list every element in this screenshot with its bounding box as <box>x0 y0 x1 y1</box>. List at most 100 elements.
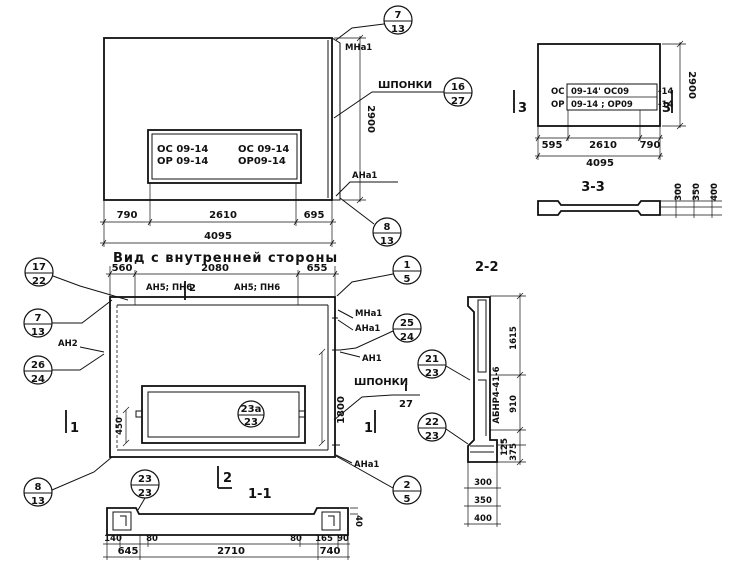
dim-1800-line <box>318 348 326 447</box>
dim-1800: 1800 <box>336 396 347 424</box>
section-1-1-dim-140: 140 <box>104 534 122 544</box>
section-1-1-profile <box>106 507 349 536</box>
leader-bottom <box>339 197 375 225</box>
section-2-2-dim-350: 350 <box>474 496 492 506</box>
small-dim-790: 790 <box>640 140 661 151</box>
interior-dim-560: 560 <box>112 263 133 274</box>
mark-an1-interior: АН1 <box>362 354 382 364</box>
svg-text:13: 13 <box>380 236 394 247</box>
window-anchor-left <box>135 410 143 418</box>
section-2-2: 2-2 1615 910 375 125 АБНР4-41-6 21 23 22… <box>417 260 526 527</box>
interior-left-leaders <box>51 275 129 491</box>
small-height: 2900 <box>686 71 697 99</box>
mark-ana1-interior-bottom: АНа1 <box>354 460 379 470</box>
interior-top-label-right: АН5; ПН6 <box>234 283 280 293</box>
mark-an2-interior: АН2 <box>58 339 78 349</box>
small-panel-outline <box>537 43 661 127</box>
svg-text:7: 7 <box>395 10 402 21</box>
svg-text:5: 5 <box>404 494 411 505</box>
window-frame <box>151 133 298 180</box>
small-dim-lines <box>535 110 663 160</box>
svg-text:27: 27 <box>451 96 465 107</box>
dim-450: 450 <box>115 417 125 435</box>
small-row1-a: ОС <box>551 87 564 97</box>
small-height-line <box>662 40 686 130</box>
small-row1-c: -14 <box>658 87 673 97</box>
svg-text:23: 23 <box>425 431 439 442</box>
svg-text:17: 17 <box>32 262 46 273</box>
mark-ana1-interior-top: АНа1 <box>355 324 380 334</box>
interior-mark-leaders <box>335 309 361 464</box>
small-row1-b: 09-14' ОС09 <box>571 87 629 97</box>
interior-view-title: Вид с внутренней стороны <box>113 251 338 266</box>
svg-text:23: 23 <box>138 474 152 485</box>
window-opening <box>147 129 302 184</box>
callout-26-24: 26 24 <box>23 355 53 385</box>
section-2-2-dim-375: 375 <box>509 443 519 461</box>
dim-790: 790 <box>117 210 138 221</box>
mark-mna1: МНа1 <box>345 43 372 53</box>
window-label-right-1: ОС 09-14 <box>238 144 289 155</box>
interior-view: Вид с внутренней стороны 560 2080 655 АН… <box>23 251 422 511</box>
svg-text:2: 2 <box>404 480 411 491</box>
section-1-1: 1-1 140 80 80 165 90 645 2710 740 40 <box>103 487 363 560</box>
svg-text:23а: 23а <box>241 404 262 415</box>
section-2-2-leaders <box>445 365 471 445</box>
section-2-mark-bottom <box>217 466 232 489</box>
callout-8-13-interior: 8 13 <box>23 477 53 507</box>
window-label-left-1: ОС 09-14 <box>157 144 208 155</box>
svg-text:22: 22 <box>32 276 46 287</box>
interior-panel-anchors <box>332 317 340 446</box>
svg-text:25: 25 <box>400 318 414 329</box>
small-elevation: ОС 09-14' ОС09 -14 ОР 09-14 ; ОР09 -14 3… <box>513 40 697 169</box>
section-2-2-dim-400: 400 <box>474 514 492 524</box>
callout-22-23: 22 23 <box>417 412 447 442</box>
interior-dim-lines <box>106 266 339 305</box>
svg-text:I: I <box>404 383 408 394</box>
window-label-left-2: ОР 09-14 <box>157 156 208 167</box>
interior-top-label-left: АН5; ПН6 <box>146 283 192 293</box>
section-3-3-dim-lines <box>660 185 722 218</box>
section-1-1-dim-lines <box>103 507 358 560</box>
callout-7-13-top: 7 13 <box>383 5 413 35</box>
interior-panel-outline <box>109 296 336 458</box>
callout-2-5: 2 5 <box>392 475 422 505</box>
section-1-1-dim-80-left: 80 <box>146 534 158 544</box>
interior-dim-2080: 2080 <box>201 263 229 274</box>
svg-text:5: 5 <box>404 274 411 285</box>
svg-text:1: 1 <box>404 260 411 271</box>
section-1-right: 1 <box>364 421 373 436</box>
svg-text:8: 8 <box>35 482 42 493</box>
section-3-right: 3 <box>662 101 671 116</box>
svg-text:13: 13 <box>391 24 405 35</box>
small-row2-b: 09-14 ; ОР09 <box>571 100 633 110</box>
svg-text:8: 8 <box>384 222 391 233</box>
section-1-1-dim-2710: 2710 <box>217 546 245 557</box>
section-1-marks <box>65 410 376 433</box>
svg-text:23: 23 <box>425 368 439 379</box>
small-row2-a: ОР <box>551 100 564 110</box>
svg-text:27: 27 <box>399 399 413 410</box>
section-2-2-dim-1615: 1615 <box>509 326 519 350</box>
interior-window-frame <box>147 391 300 438</box>
callout-23a-23: 23а 23 <box>237 400 265 428</box>
dim-total: 4095 <box>204 231 232 242</box>
interior-panel-bands <box>117 304 329 451</box>
dim-450-line <box>122 406 130 447</box>
section-3-3: 3-3 300 350 400 <box>537 180 722 218</box>
callout-23-23: 23 23 <box>130 469 160 511</box>
callout-16-27: 16 27 <box>443 77 473 107</box>
callout-8-13-top: 8 13 <box>372 217 402 247</box>
section-1-1-dim-90: 90 <box>337 534 349 544</box>
small-dim-595: 595 <box>542 140 563 151</box>
leader-top <box>335 23 385 41</box>
svg-text:22: 22 <box>425 417 439 428</box>
callout-21-23: 21 23 <box>417 349 447 379</box>
small-row2-c: -14 <box>658 100 673 110</box>
svg-text:23: 23 <box>244 417 258 428</box>
section-1-1-dim-40: 40 <box>353 515 363 527</box>
label-shponki-interior: ШПОНКИ <box>354 377 408 388</box>
section-1-1-dim-740: 740 <box>320 546 341 557</box>
section-3-3-dim-400: 400 <box>710 183 720 201</box>
